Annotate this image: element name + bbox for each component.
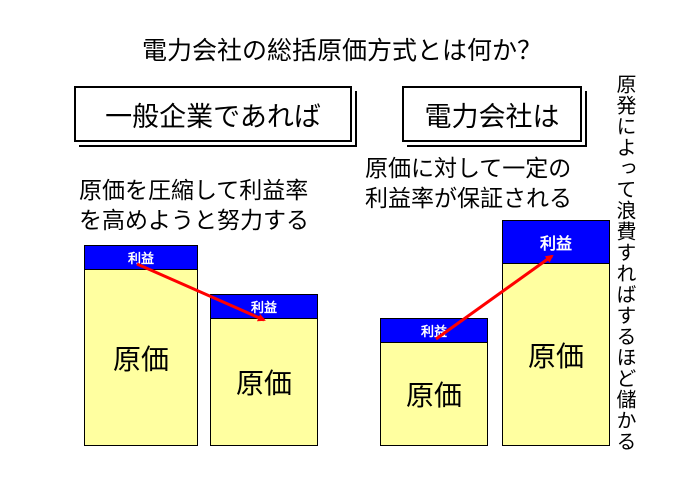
- power-company-heading: 電力会社は: [402, 86, 582, 142]
- description-line: を高めようと努力する: [79, 208, 309, 234]
- general-company-heading: 一般企業であれば: [74, 86, 352, 142]
- description-line: 原価を圧縮して利益率: [79, 178, 309, 204]
- increase-arrow: [435, 254, 554, 341]
- profit-block-right-after: 利益: [502, 220, 610, 264]
- general-company-description: 原価を圧縮して利益率 を高めようと努力する: [79, 176, 309, 236]
- cost-block-right-before: 原価: [380, 342, 488, 446]
- side-note: 原発によって浪費すればするほど儲かる: [613, 74, 637, 452]
- description-line: 原価に対して一定の: [365, 156, 572, 182]
- page-title: 電力会社の総括原価方式とは何か？: [141, 36, 542, 65]
- power-company-description: 原価に対して一定の 利益率が保証される: [365, 154, 572, 214]
- cost-block-right-after: 原価: [502, 263, 610, 446]
- description-line: 利益率が保証される: [365, 186, 572, 212]
- decrease-arrow: [136, 262, 266, 322]
- cost-block-left-after: 原価: [210, 318, 318, 446]
- cost-block-left-before: 原価: [84, 269, 198, 446]
